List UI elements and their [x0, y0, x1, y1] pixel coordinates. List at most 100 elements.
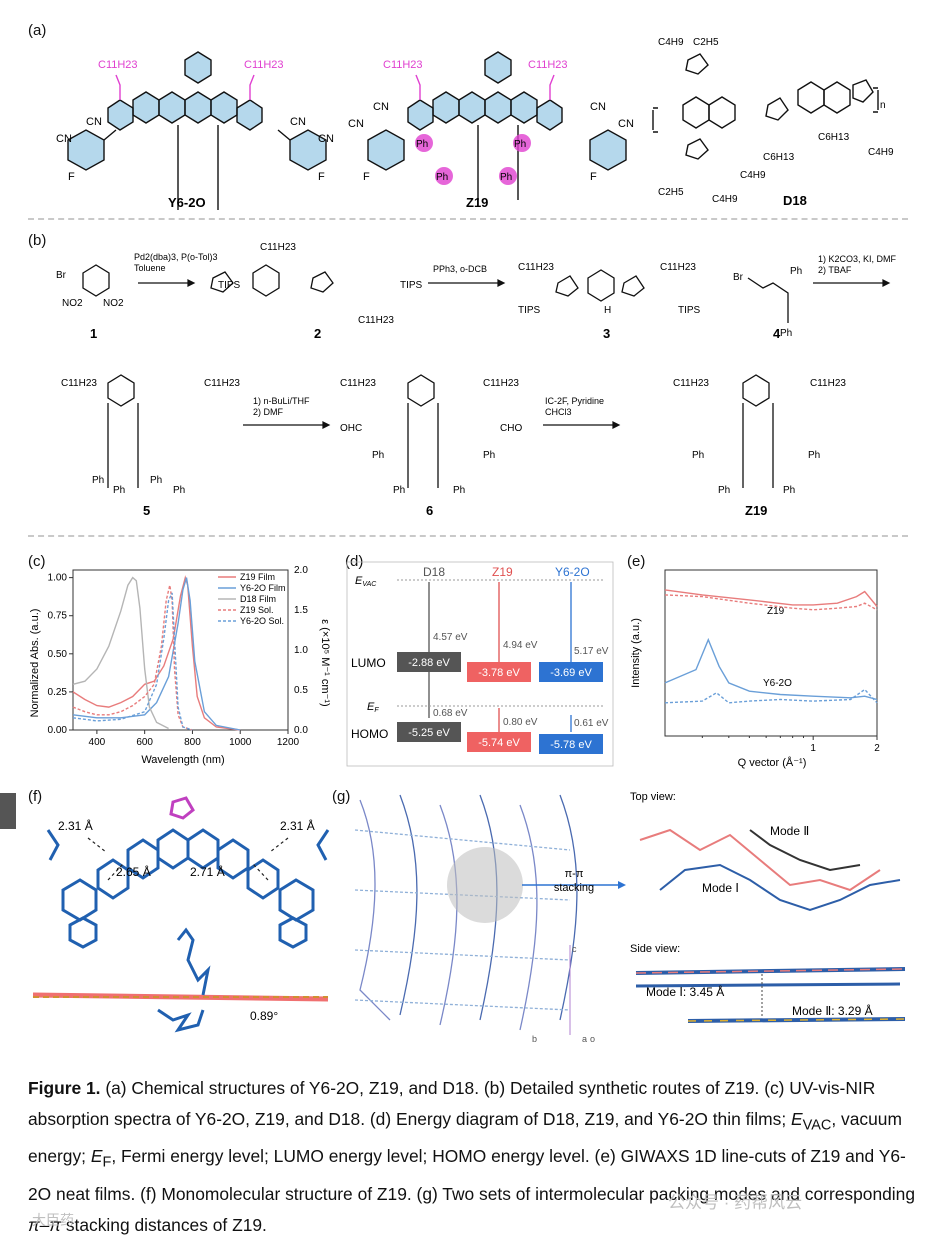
uv-vis-xtick: 1000: [229, 737, 252, 748]
z19-f-1: F: [363, 171, 370, 183]
uv-vis-y2tick: 0.5: [294, 685, 308, 696]
step5-reagent-b: CHCl3: [545, 407, 572, 417]
dist-2-71: 2.71 Å: [190, 864, 225, 879]
cmpd6-ph-c: Ph: [393, 485, 405, 496]
compound-z19: Z19: [745, 503, 767, 518]
uv-vis-y2tick: 0.0: [294, 725, 308, 736]
uv-vis-legend-item: Y6-2O Sol.: [240, 616, 284, 626]
compound-4: 4: [773, 326, 781, 341]
y6-2o-cn-1: CN: [86, 116, 102, 128]
d18-n: n: [880, 100, 886, 111]
cmpd6-ph-a: Ph: [372, 450, 384, 461]
side-view-label: Side view:: [630, 943, 680, 955]
z19-lumo-box: [467, 662, 531, 682]
z19-syn-chain-a: C11H23: [673, 378, 709, 389]
d18-lumo: -2.88 eV: [408, 657, 450, 669]
z19-gap-bottom: 0.80 eV: [503, 717, 538, 728]
z19-cn-2: CN: [348, 118, 364, 130]
step3-reagent-a: 1) K2CO3, KI, DMF: [818, 254, 897, 264]
mode1-top: Mode Ⅰ: [702, 881, 739, 895]
separator-1: [28, 218, 908, 220]
z19-homo-box: [467, 732, 531, 752]
uv-vis-y2tick: 2.0: [294, 565, 308, 576]
z19-cn-1: CN: [373, 101, 389, 113]
side-layer-2: [635, 982, 901, 988]
giwaxs-xtick: 2: [874, 743, 880, 754]
d18-structure: [652, 53, 879, 160]
cmpd3-chain-a: C11H23: [518, 262, 554, 273]
f-thiadiazole: [169, 796, 195, 820]
cmpd-3-ring: [587, 269, 615, 302]
panel-b-synthesis: Pd2(dba)3, P(o-Tol)3 Toluene PPh3, o-DCB…: [56, 242, 897, 518]
uv-vis-legend-item: Z19 Sol.: [240, 605, 274, 615]
compound-1: 1: [90, 326, 97, 341]
homo-label: HOMO: [351, 727, 388, 741]
step3-reagent-b: 2) TBAF: [818, 265, 852, 275]
uv-vis-xtick: 600: [136, 737, 153, 748]
cmpd3-h: H: [604, 305, 611, 316]
compound-2: 2: [314, 326, 321, 341]
y6-2o-f-1: F: [68, 171, 75, 183]
uv-vis-series-3: [72, 585, 193, 731]
caption-ef-sub: F: [102, 1154, 112, 1171]
watermark-left: 大臣药: [32, 1212, 74, 1228]
z19-ph-4: Ph: [500, 172, 512, 183]
cmpd6-ph-d: Ph: [453, 485, 465, 496]
axis-b: b: [532, 1034, 537, 1044]
caption-evac-sub: VAC: [802, 1117, 832, 1134]
cmpd5-ph-c: Ph: [113, 485, 125, 496]
d18-homo-box: [397, 722, 461, 742]
y6-2o-name: Y6-2O: [168, 195, 206, 210]
y6-2o-cn-2: CN: [56, 133, 72, 145]
scroll-tab: [0, 793, 16, 829]
z19-lumo: -3.78 eV: [478, 667, 520, 679]
giwaxs-label-y6-2o: Y6-2O: [763, 678, 792, 689]
z19-gap-top: 4.94 eV: [503, 640, 538, 651]
cmpd-z19-ring: [742, 374, 770, 407]
panel-f-label: (f): [28, 788, 43, 805]
cmpd2-tips-a: TIPS: [218, 280, 241, 291]
y6-2o-gap-bottom: 0.61 eV: [574, 718, 609, 729]
caption-text-3: , Fermi energy level; LUMO energy level;…: [28, 1146, 915, 1204]
dist-2-31-right: 2.31 Å: [280, 818, 315, 833]
step1-reagent-a: Pd2(dba)3, P(o-Tol)3: [134, 252, 218, 262]
energy-diagram: EVAC D18 Z19 Y6-2O EF LUMO HOMO -2.88 eV…: [346, 561, 614, 767]
cmpd6-chain-b: C11H23: [483, 378, 519, 389]
mode2-top: Mode Ⅱ: [770, 824, 809, 838]
compound-3: 3: [603, 326, 610, 341]
caption-pipi: π–π: [28, 1214, 61, 1235]
d18-lumo-box: [397, 652, 461, 672]
y6-2o-chain-right: C11H23: [244, 59, 284, 71]
y6-2o-cn-3: CN: [290, 116, 306, 128]
y6-2o-lumo: -3.69 eV: [550, 667, 592, 679]
y6-2o-lumo-box: [539, 662, 603, 682]
step1-reagent-b: Toluene: [134, 263, 166, 273]
uv-vis-xlabel: Wavelength (nm): [141, 754, 224, 766]
giwaxs-label-z19: Z19: [767, 606, 785, 617]
giwaxs-xlabel: Q vector (Å⁻¹): [738, 756, 807, 769]
giwaxs-series-0: [664, 589, 878, 607]
stacking-arrowhead: [618, 881, 626, 889]
z19-chain-left: C11H23: [383, 59, 423, 71]
z19-homo: -5.74 eV: [478, 737, 520, 749]
y6-2o-structure: [67, 51, 327, 210]
step4-reagent-b: 2) DMF: [253, 407, 283, 417]
dist-2-31-left: 2.31 Å: [58, 818, 93, 833]
mode1-distance: Mode Ⅰ: 3.45 Å: [646, 984, 724, 999]
y6-2o-chain-left: C11H23: [98, 59, 138, 71]
compound-5: 5: [143, 503, 150, 518]
cmpd-4: [747, 277, 789, 323]
dist-2-65: 2.65 Å: [116, 864, 151, 879]
cmpd1-br1: Br: [56, 270, 67, 281]
uv-vis-chart: Normalized Abs. (a.u.) ε (×10⁵ M⁻¹ cm⁻¹)…: [29, 565, 331, 766]
y6-2o-f-2: F: [318, 171, 325, 183]
col-d18: D18: [423, 565, 445, 579]
cmpd1-no2-b: NO2: [103, 298, 124, 309]
d18-chain-1: C4H9: [658, 37, 684, 48]
cmpd5-ph-d: Ph: [173, 485, 185, 496]
panel-f-molecule: 2.31 Å 2.31 Å 2.65 Å 2.71 Å 0.89°: [32, 796, 330, 1033]
y6-2o-cn-4: CN: [318, 133, 334, 145]
panel-e-label: (e): [627, 553, 646, 570]
caption-text-1: (a) Chemical structures of Y6-2O, Z19, a…: [28, 1078, 876, 1129]
z19-syn-ph-a: Ph: [692, 450, 704, 461]
